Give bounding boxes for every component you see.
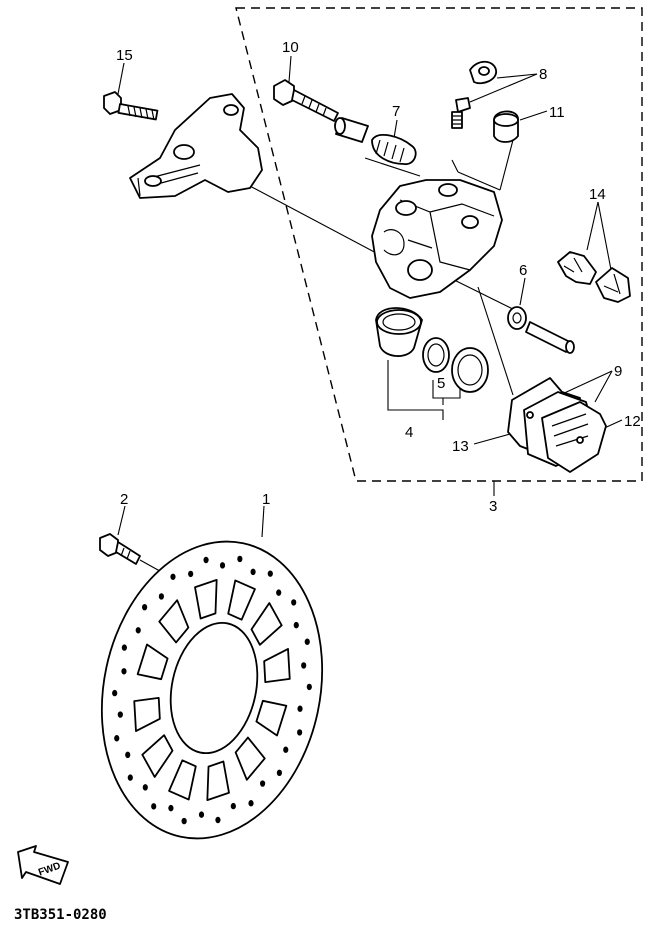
disc-slot [227, 579, 256, 621]
disc-hole [142, 784, 148, 791]
disc-slot [263, 648, 291, 683]
caliper-pin-boot [334, 117, 417, 165]
callout-8: 8 [539, 66, 547, 83]
piston [375, 307, 423, 357]
disc-hole [127, 774, 133, 781]
callout-6: 6 [519, 262, 527, 279]
disc-hole [304, 638, 310, 645]
piston-seals [422, 337, 489, 393]
callout-2: 2 [120, 491, 128, 508]
disc-hole [121, 644, 127, 651]
disc-hole [135, 627, 141, 634]
disc-slot [136, 643, 169, 681]
disc-hole [291, 599, 297, 606]
callout-3: 3 [489, 498, 497, 515]
callout-7: 7 [392, 103, 400, 120]
brake-disc [100, 540, 324, 840]
disc-hole [306, 683, 312, 691]
disc-hole [301, 662, 307, 669]
disc-slot [168, 759, 197, 801]
disc-slot [255, 699, 288, 737]
disc-hole [297, 705, 303, 712]
disc-hole [267, 570, 273, 577]
pin-boot [507, 306, 575, 354]
callout-13: 13 [452, 438, 469, 455]
disc-hole [151, 803, 157, 810]
bracket-bolt [103, 91, 159, 121]
disc-hole [121, 668, 127, 675]
callout-11: 11 [549, 104, 565, 121]
callout-15: 15 [116, 47, 133, 64]
bleed-cap [493, 110, 519, 143]
disc-hole [237, 555, 243, 563]
disc-hole [181, 817, 187, 825]
callout-12: 12 [624, 413, 641, 430]
fwd-arrow-icon: FWD [17, 845, 69, 885]
disc-hole [276, 769, 282, 777]
disc-hole [259, 780, 266, 787]
disc-hole [250, 568, 256, 576]
disc-hole [276, 589, 282, 596]
disc-hole [170, 573, 176, 580]
disc-slot [234, 736, 266, 781]
disc-hole [125, 751, 131, 759]
bleed-screw [451, 60, 497, 129]
brake-pads [507, 377, 607, 473]
disc-slot [133, 697, 161, 732]
disc-hole [168, 804, 174, 812]
disc-hole [219, 562, 226, 569]
disc-hole [112, 689, 118, 697]
disc-hole [230, 802, 236, 810]
disc-hole [248, 800, 254, 807]
disc-hole [188, 570, 194, 578]
callout-1: 1 [262, 491, 270, 508]
callout-14: 14 [589, 186, 606, 203]
disc-hole [203, 556, 209, 564]
callout-4: 4 [405, 424, 413, 441]
caliper-body [371, 179, 503, 299]
callout-5: 5 [437, 375, 445, 392]
caliper-bolt [273, 79, 339, 122]
disc-slot [194, 578, 218, 620]
disc-slot [250, 602, 283, 646]
disc-hole [297, 729, 303, 736]
callout-9: 9 [614, 363, 622, 380]
drawing-number: 3TB351-0280 [14, 907, 107, 923]
disc-hole [114, 735, 120, 742]
callout-10: 10 [282, 39, 299, 56]
disc-hole [283, 746, 289, 753]
caliper-bracket [129, 93, 263, 199]
caliper-assembly-boundary [235, 7, 643, 482]
disc-hole [142, 603, 148, 611]
disc-hole [158, 593, 165, 600]
disc-slot [158, 599, 190, 644]
disc-hole [215, 816, 221, 824]
disc-slot [206, 760, 230, 802]
disc-bolt [99, 533, 141, 565]
disc-hole [117, 711, 123, 718]
disc-slot [141, 734, 174, 778]
disc-hole [293, 621, 299, 629]
disc-hole [198, 811, 205, 818]
pad-springs [557, 251, 631, 303]
